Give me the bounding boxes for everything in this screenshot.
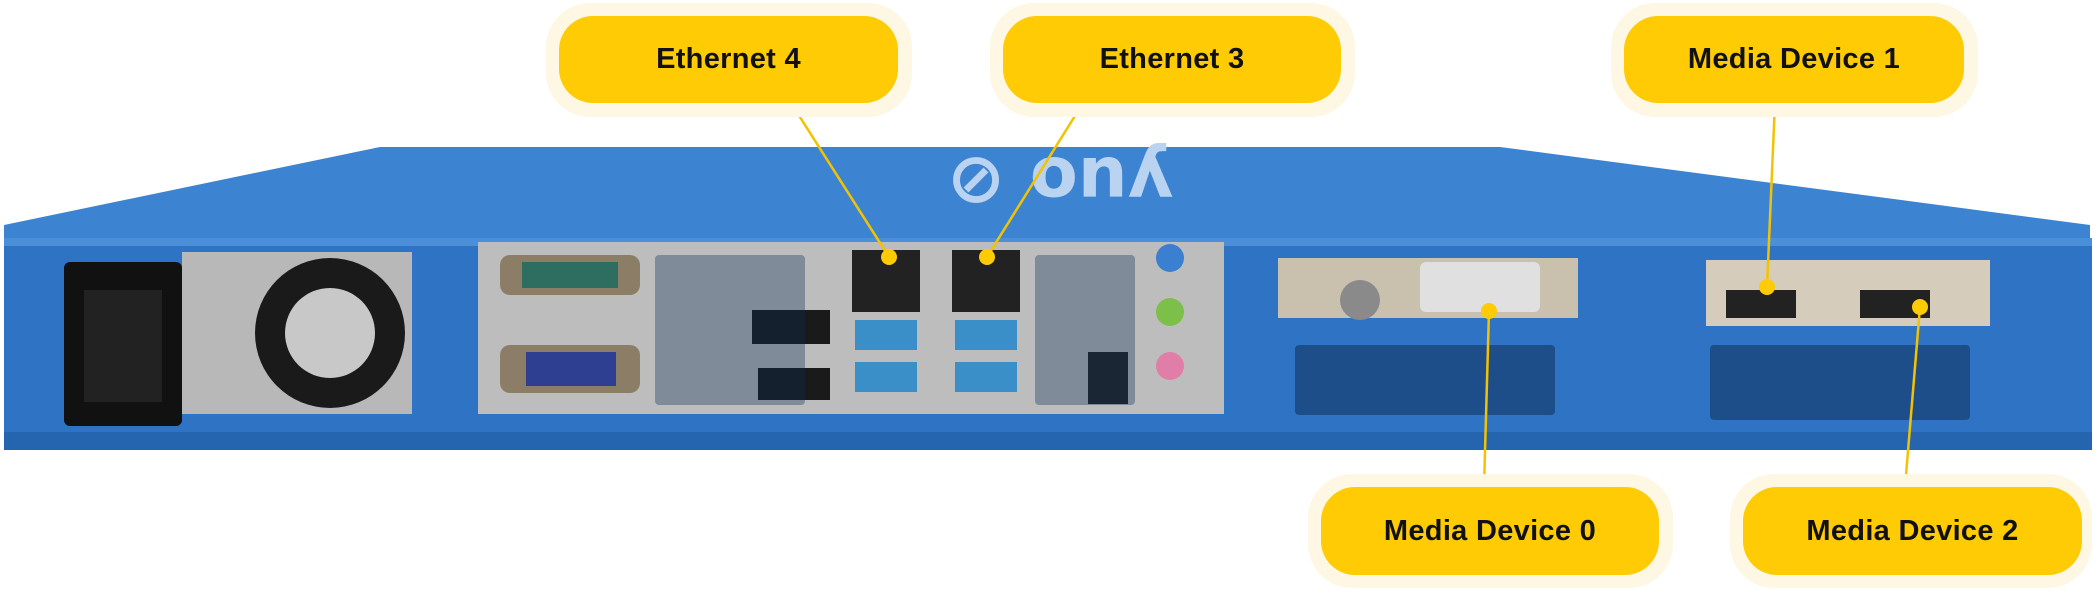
callout-ethernet-3: Ethernet 3 xyxy=(1003,16,1341,103)
callout-media-device-1: Media Device 1 xyxy=(1624,16,1964,103)
leader-line-media-device-1 xyxy=(1765,102,1777,288)
leader-line-media-device-2 xyxy=(1903,306,1922,488)
callout-ethernet-4: Ethernet 4 xyxy=(559,16,898,103)
leader-line-media-device-0 xyxy=(1482,310,1491,488)
vent-holes xyxy=(655,255,1970,420)
callout-media-device-0: Media Device 0 xyxy=(1321,487,1659,575)
leader-line-ethernet-4 xyxy=(789,102,891,258)
brand-logo: yuo ⊘ xyxy=(947,141,1174,223)
chassis-top xyxy=(4,147,2090,241)
leader-line-ethernet-3 xyxy=(985,102,1085,258)
callout-media-device-2: Media Device 2 xyxy=(1743,487,2082,575)
